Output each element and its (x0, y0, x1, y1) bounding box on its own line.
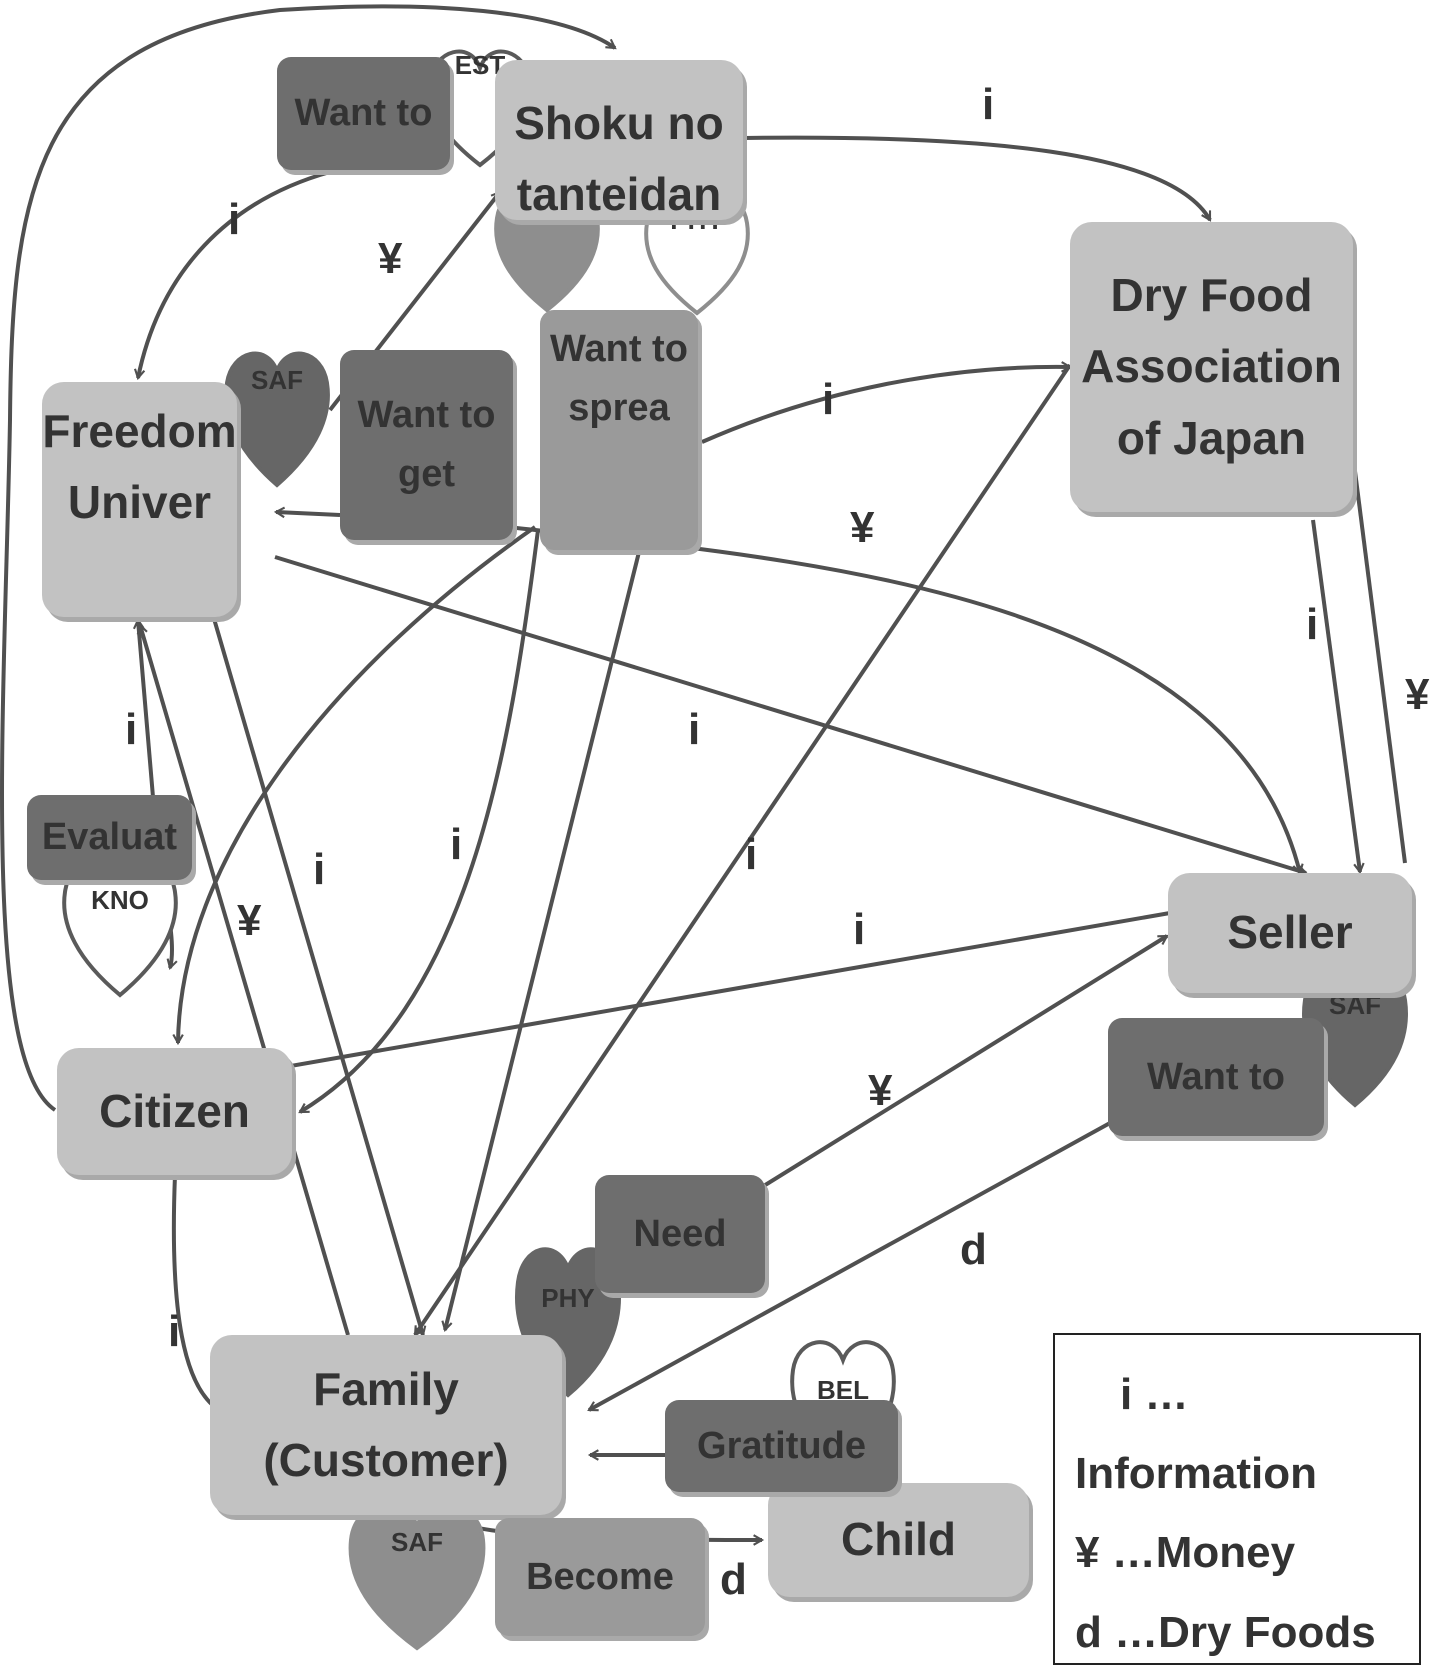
gratitude: Gratitude (665, 1400, 898, 1492)
need: Need (595, 1175, 765, 1293)
heart-label-kno: KNO (91, 885, 149, 915)
node-child: Child (768, 1483, 1029, 1597)
arrow-shoku-to-freedom (133, 170, 331, 381)
arrow-wanttoget-to-seller (507, 525, 1304, 876)
want-to-seller-label: Want to (1147, 1055, 1285, 1098)
want-to-seller: Want to (1108, 1018, 1324, 1136)
want-to-get: Want to get (340, 350, 513, 540)
node-seller-label: Seller (1227, 906, 1353, 959)
arrow-freedom-to-seller (274, 555, 1309, 877)
node-dry-food-association: Dry Food Association of Japan (1070, 222, 1353, 512)
arrow-spread-to-citizen (172, 525, 537, 1046)
want-to-spread-label: Want to sprea (550, 328, 688, 429)
want-to-top-label: Want to (294, 92, 433, 135)
arrow-seller-to-family (587, 1121, 1111, 1412)
edge-label-yen: ¥ (378, 234, 403, 283)
arrow-freedom-to-family (208, 604, 427, 1338)
edge-label-yen: ¥ (868, 1066, 893, 1115)
edge-label-i: i (688, 705, 701, 754)
edge-label-d: d (960, 1225, 987, 1274)
node-child-label: Child (841, 1513, 956, 1566)
arrow-citizen-to-seller (209, 892, 1265, 1082)
become: Become (495, 1518, 705, 1636)
arrow-shoku-to-dryfood (743, 135, 1212, 222)
edge-label-i: i (745, 830, 758, 879)
legend-money: ¥ …Money (1075, 1528, 1296, 1578)
arrow-seller-to-dryfood (1345, 429, 1407, 864)
edge-label-i: i (228, 195, 241, 244)
arrow-evaluat-to-freedom (132, 617, 155, 798)
node-shoku-no-tanteidan: Shoku no tanteidan (495, 60, 743, 220)
arrow-dryfood-to-family (413, 363, 1072, 1337)
node-citizen: Citizen (57, 1048, 292, 1175)
heart-label-saf-seller: SAF (1329, 990, 1381, 1020)
edge-label-yen: ¥ (237, 896, 262, 945)
arrow-spread-to-freedom (701, 361, 1073, 444)
need-label: Need (633, 1212, 727, 1255)
want-to-get-label: Want to get (357, 394, 496, 495)
node-family-label: Family (Customer) (263, 1362, 509, 1486)
edge-label-yen: ¥ (1405, 670, 1430, 719)
node-dryfood-label: Dry Food Association of Japan (1081, 269, 1342, 464)
become-label: Become (526, 1555, 674, 1598)
gratitude-label: Gratitude (697, 1424, 866, 1467)
evaluat-label: Evaluat (41, 816, 178, 859)
arrow-wanttoget-to-freedom (273, 506, 341, 519)
legend-dry-foods: d …Dry Foods (1075, 1607, 1376, 1657)
edge-label-i: i (822, 375, 835, 424)
node-family-customer: Family (Customer) (210, 1335, 562, 1515)
edge-label-i: i (1306, 600, 1319, 649)
edge-label-i: i (853, 905, 866, 954)
node-freedom-university: Freedom Univer (42, 382, 237, 617)
edge-label-i: i (125, 705, 138, 754)
arrow-family-to-freedom (136, 622, 350, 1336)
arrow-spread-to-family (441, 539, 644, 1333)
arrow-spread-to-citizen-2 (298, 529, 540, 1114)
edge-label-d: d (720, 1555, 747, 1604)
arrow-need-to-seller (760, 934, 1169, 1189)
legend-information: Information (1075, 1449, 1317, 1499)
want-to-top: Want to (277, 57, 450, 170)
heart-icon-saf-family (348, 1503, 486, 1651)
want-to-spread: Want to sprea (540, 310, 698, 550)
node-freedom-label: Freedom Univer (42, 405, 237, 529)
edge-label-i: i (313, 845, 326, 894)
heart-label-phy-need: PHY (541, 1283, 595, 1313)
evaluat: Evaluat (27, 795, 192, 880)
node-citizen-label: Citizen (99, 1084, 250, 1137)
edge-label-i: i (450, 820, 463, 869)
heart-label-saf-freedom: SAF (251, 365, 303, 395)
edge-label-yen: ¥ (850, 503, 875, 552)
node-seller: Seller (1168, 873, 1412, 993)
node-shoku-label: Shoku no tanteidan (514, 97, 724, 220)
arrow-citizen-to-shoku (0, 4, 617, 1112)
heart-label-saf-family: SAF (391, 1527, 443, 1557)
legend-information-symbol: i … (1120, 1370, 1189, 1419)
legend: i … Information ¥ …Money d …Dry Foods (1053, 1333, 1421, 1665)
edge-label-i: i (982, 80, 995, 129)
edge-label-i: i (168, 1307, 181, 1356)
arrow-dryfood-to-seller (1311, 519, 1365, 875)
